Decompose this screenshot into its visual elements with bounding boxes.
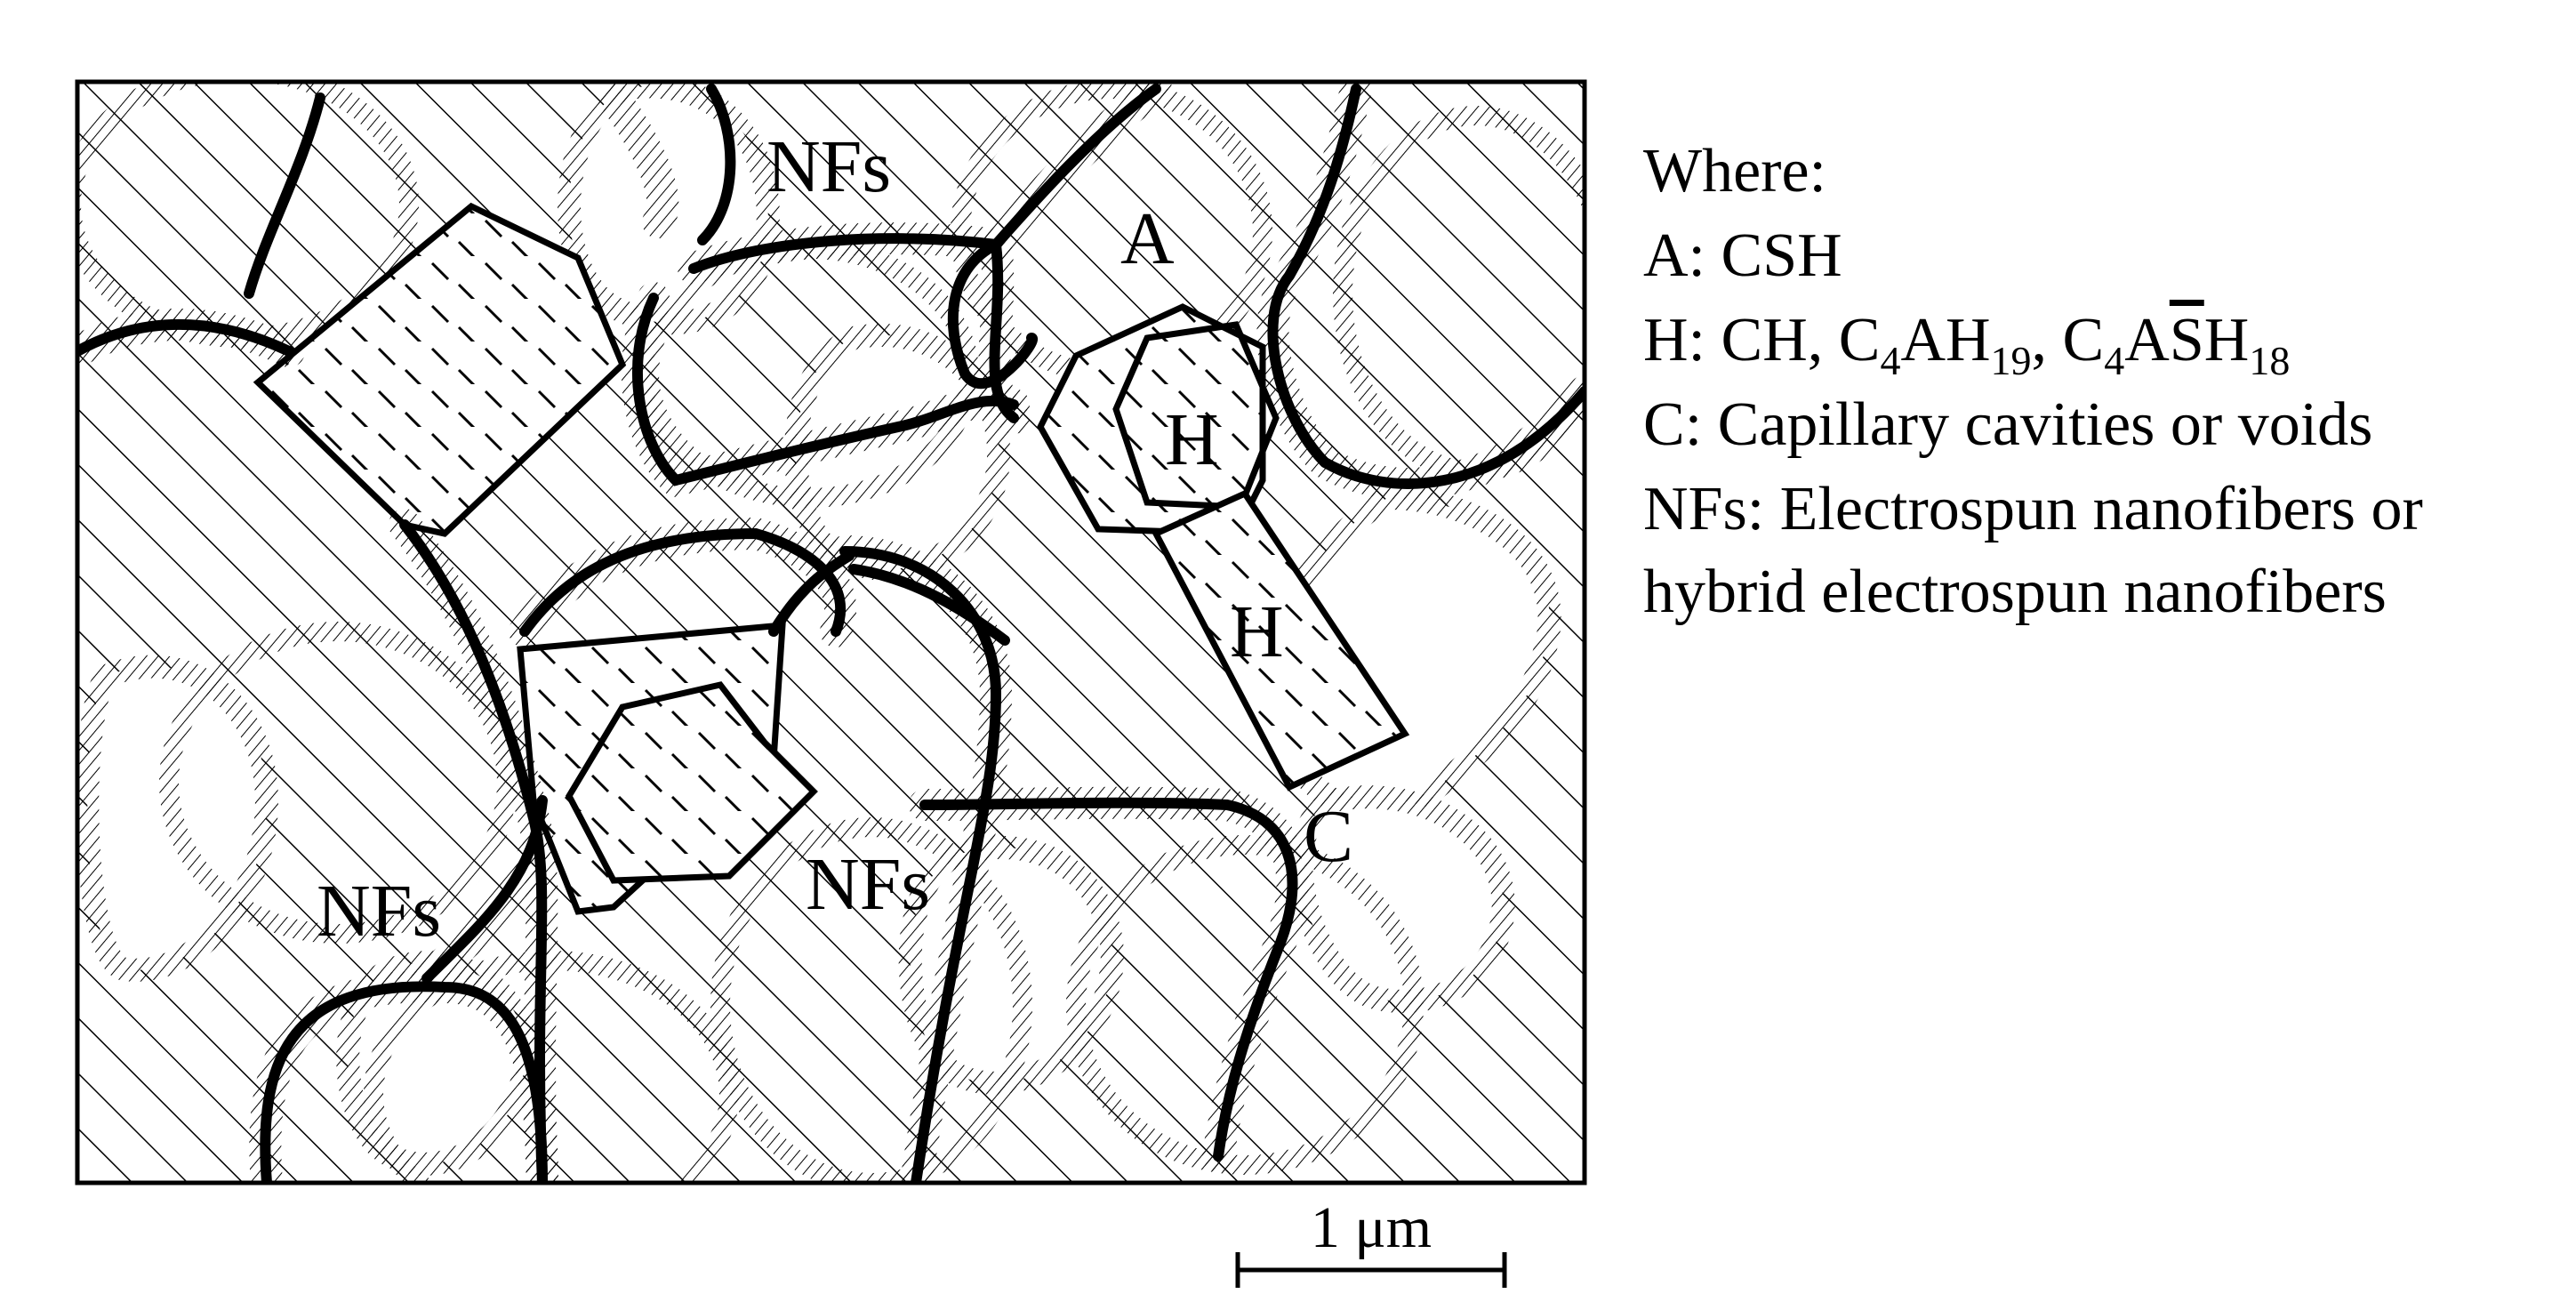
nanofiber	[244, 92, 325, 299]
legend-h: H: CH, C4AH19, C4ASH18	[1643, 306, 2290, 383]
h-hex-center	[569, 685, 814, 880]
label-h-bar: H	[1230, 591, 1284, 673]
scale-bar-label: 1 μm	[1311, 1195, 1432, 1260]
nanofiber	[947, 239, 1039, 389]
nanofiber	[697, 84, 736, 245]
nanofiber	[848, 564, 1010, 646]
legend: Where: A: CSH H: CH, C4AH19, C4ASH18 C: …	[1643, 137, 2423, 626]
nanofiber	[919, 797, 1298, 1161]
h-bar	[1156, 494, 1405, 787]
scale-bar: 1 μm	[1235, 1195, 1507, 1288]
label-nfs-left: NFs	[317, 870, 441, 952]
nanofiber	[768, 551, 855, 637]
region-labels: NFs A H H C NFs NFs	[317, 125, 1353, 952]
legend-a: A: CSH	[1643, 221, 1842, 290]
csh-grain	[1066, 835, 1424, 1175]
legend-nfs-line1: NFs: Electrospun nanofibers or	[1643, 475, 2423, 543]
nanofiber	[519, 527, 846, 637]
nanofiber	[839, 546, 1002, 1183]
label-nfs-top: NFs	[766, 125, 891, 208]
legend-nfs-line2: hybrid electrospun nanofibers	[1643, 558, 2387, 626]
nanofiber	[1267, 84, 1585, 489]
label-c: C	[1304, 795, 1353, 878]
h-hex-right	[1040, 307, 1263, 534]
csh-grain	[710, 817, 1032, 1183]
nanofiber	[631, 293, 1019, 486]
hydrate-crystals	[253, 202, 1410, 915]
nanofiber	[77, 318, 294, 357]
legend-c: C: Capillary cavities or voids	[1643, 390, 2372, 459]
label-a: A	[1120, 197, 1175, 280]
label-h-hex: H	[1165, 398, 1219, 481]
panel-frame	[75, 79, 1587, 1185]
csh-grain	[159, 622, 517, 944]
legend-title: Where:	[1643, 137, 1826, 205]
label-nfs-center: NFs	[806, 843, 930, 926]
nanofiber	[991, 84, 1161, 250]
nanofiber	[421, 795, 548, 984]
microstructure-panel: NFs A H H C NFs NFs	[77, 82, 1585, 1183]
nanofiber	[260, 981, 548, 1183]
h-plate-large	[258, 206, 622, 534]
nanofiber	[399, 519, 548, 1183]
nanofibers	[77, 82, 1585, 1183]
